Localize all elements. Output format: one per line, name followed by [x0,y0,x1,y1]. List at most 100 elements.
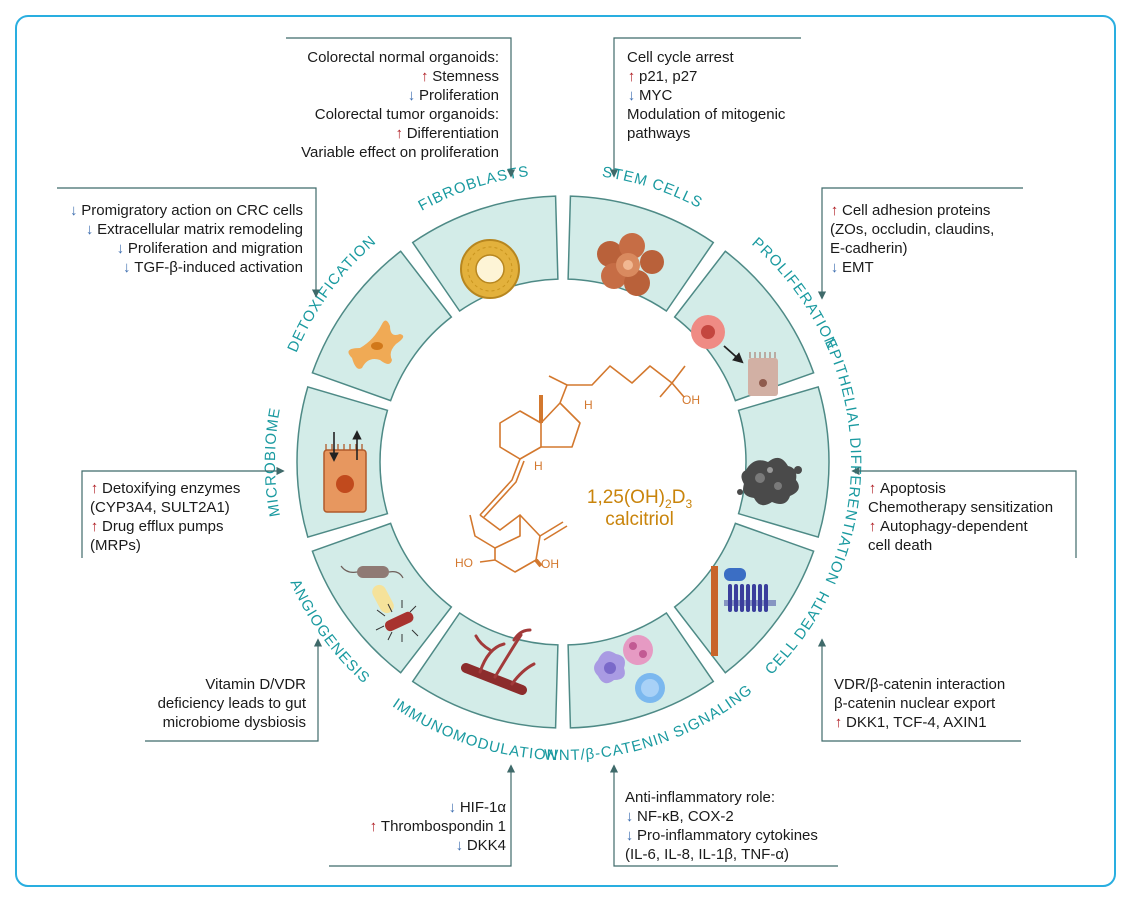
connector-detoxification [81,466,285,558]
annotation-text: NF-κB, COX-2 [637,808,734,825]
wnt-receptor-icon [711,566,776,656]
annotation-text: Cell adhesion proteins [842,202,991,219]
annotation-proliferation: Cell cycle arrest↑p21, p27↓MYC Modulation… [627,48,785,143]
annotation-line: microbiome dysbiosis [158,713,306,732]
up-arrow-icon: ↑ [421,68,429,85]
annotation-angiogenesis: ↓HIF-1α↑Thrombospondin 1↓DKK4 [369,798,506,855]
down-arrow-icon: ↓ [455,837,464,854]
connector-cell-death [851,466,1077,558]
annotation-line: ↑Detoxifying enzymes [90,479,241,498]
annotation-line: ↑Apoptosis [868,479,1053,498]
connector-stem-cells [286,37,516,178]
annotation-text: Chemotherapy sensitization [868,499,1054,516]
annotation-line: ↓TGF-β-induced activation [69,258,303,277]
annotation-line: Modulation of mitogenic [627,105,785,124]
annotation-text: Vitamin D/VDR [205,676,306,693]
annotation-text: Proliferation and migration [127,240,303,257]
annotation-wnt: VDR/β-catenin interaction β-catenin nucle… [834,675,1005,732]
down-arrow-icon: ↓ [407,87,416,104]
segment-label: MICROBIOME [262,406,284,518]
molecule-oh-left: HO [455,556,473,570]
annotation-text: Proliferation [418,87,499,104]
up-arrow-icon: ↑ [90,518,99,535]
annotation-line: deficiency leads to gut [158,694,306,713]
annotation-differentiation: ↑Cell adhesion proteins(ZOs, occludin, c… [830,201,994,277]
annotation-line: ↓Promigratory action on CRC cells [69,201,303,220]
connector-angiogenesis [329,764,516,867]
annotation-line: ↑Differentiation [301,124,499,143]
up-arrow-icon: ↑ [395,125,403,142]
annotation-text: deficiency leads to gut [157,695,306,712]
annotation-stem-cells: Colorectal normal organoids:↑Stemness↓Pr… [301,48,499,162]
annotation-text: HIF-1α [459,799,506,816]
organoid-ring-icon [460,239,520,299]
annotation-line: Vitamin D/VDR [158,675,306,694]
annotation-detoxification: ↑Detoxifying enzymes(CYP3A4, SULT2A1)↑Dr… [90,479,240,555]
outer-frame [15,15,1116,887]
annotation-line: Cell cycle arrest [627,48,785,67]
annotation-text: β-catenin nuclear export [834,695,996,712]
annotation-line: ↓DKK4 [369,836,506,855]
annotation-line: VDR/β-catenin interaction [834,675,1005,694]
cell-differentiation-icon [691,315,778,396]
annotation-text: (CYP3A4, SULT2A1) [90,499,230,516]
fibroblast-icon [348,320,404,369]
annotation-text: Detoxifying enzymes [102,480,241,497]
down-arrow-icon: ↓ [627,87,636,104]
immune-cells-icon [594,635,665,703]
annotation-text: DKK1, TCF-4, AXIN1 [846,714,987,731]
blood-vessel-icon [461,628,536,695]
down-arrow-icon: ↓ [448,799,457,816]
connector-lines [57,37,1077,867]
molecule-oh-top: OH [682,393,700,407]
annotation-line: ↑Drug efflux pumps [90,517,240,536]
down-arrow-icon: ↓ [123,259,131,276]
annotation-line: ↓Extracellular matrix remodeling [69,220,303,239]
annotation-text: Colorectal tumor organoids: [314,106,499,123]
annotation-text: Promigratory action on CRC cells [81,202,303,219]
annotation-text: Modulation of mitogenic [627,106,786,123]
cell-cluster-icon [597,233,664,296]
annotation-text: microbiome dysbiosis [162,714,306,731]
connector-differentiation [817,187,1023,300]
annotation-text: cell death [868,537,933,554]
annotation-text: Thrombospondin 1 [380,818,506,835]
annotation-text: Cell cycle arrest [627,49,734,66]
dying-cell-icon [737,457,802,506]
connector-wnt [817,638,1021,742]
annotation-line: Anti-inflammatory role: [625,788,818,807]
annotation-line: ↑DKK1, TCF-4, AXIN1 [834,713,1005,732]
annotation-microbiome: Vitamin D/VDR deficiency leads to gut micr… [158,675,306,732]
down-arrow-icon: ↓ [70,202,78,219]
center-compound-name: 1,25(OH)2D3 [586,487,693,511]
annotation-line: β-catenin nuclear export [834,694,1005,713]
annotation-line: (ZOs, occludin, claudins, [830,220,994,239]
segment-ring [296,195,830,729]
down-arrow-icon: ↓ [830,259,839,276]
annotation-line: ↓Pro-inflammatory cytokines [625,826,818,845]
annotation-text: TGF-β-induced activation [134,259,303,276]
annotation-text: E-cadherin) [830,240,908,257]
up-arrow-icon: ↑ [834,714,843,731]
annotation-text: VDR/β-catenin interaction [834,676,1006,693]
segment-wnt-catenin-signaling [567,611,715,729]
down-arrow-icon: ↓ [85,221,94,238]
annotation-line: ↑Thrombospondin 1 [369,817,506,836]
annotation-text: (IL-6, IL-8, IL-1β, TNF-α) [625,846,789,863]
up-arrow-icon: ↑ [627,68,636,85]
connector-fibroblasts [57,187,321,298]
molecule-oh-right: OH [541,557,559,571]
annotation-text: MYC [639,87,673,104]
calcitriol-structure [469,365,686,573]
annotation-line: ↑Stemness [301,67,499,86]
up-arrow-icon: ↑ [369,818,378,835]
annotation-text: Variable effect on proliferation [301,144,499,161]
annotation-text: Anti-inflammatory role: [625,789,776,806]
connector-immunomodulation [609,764,838,867]
annotation-line: (CYP3A4, SULT2A1) [90,498,240,517]
annotation-text: EMT [842,259,874,276]
annotation-text: Colorectal normal organoids: [307,49,499,66]
annotation-line: ↑p21, p27 [627,67,785,86]
